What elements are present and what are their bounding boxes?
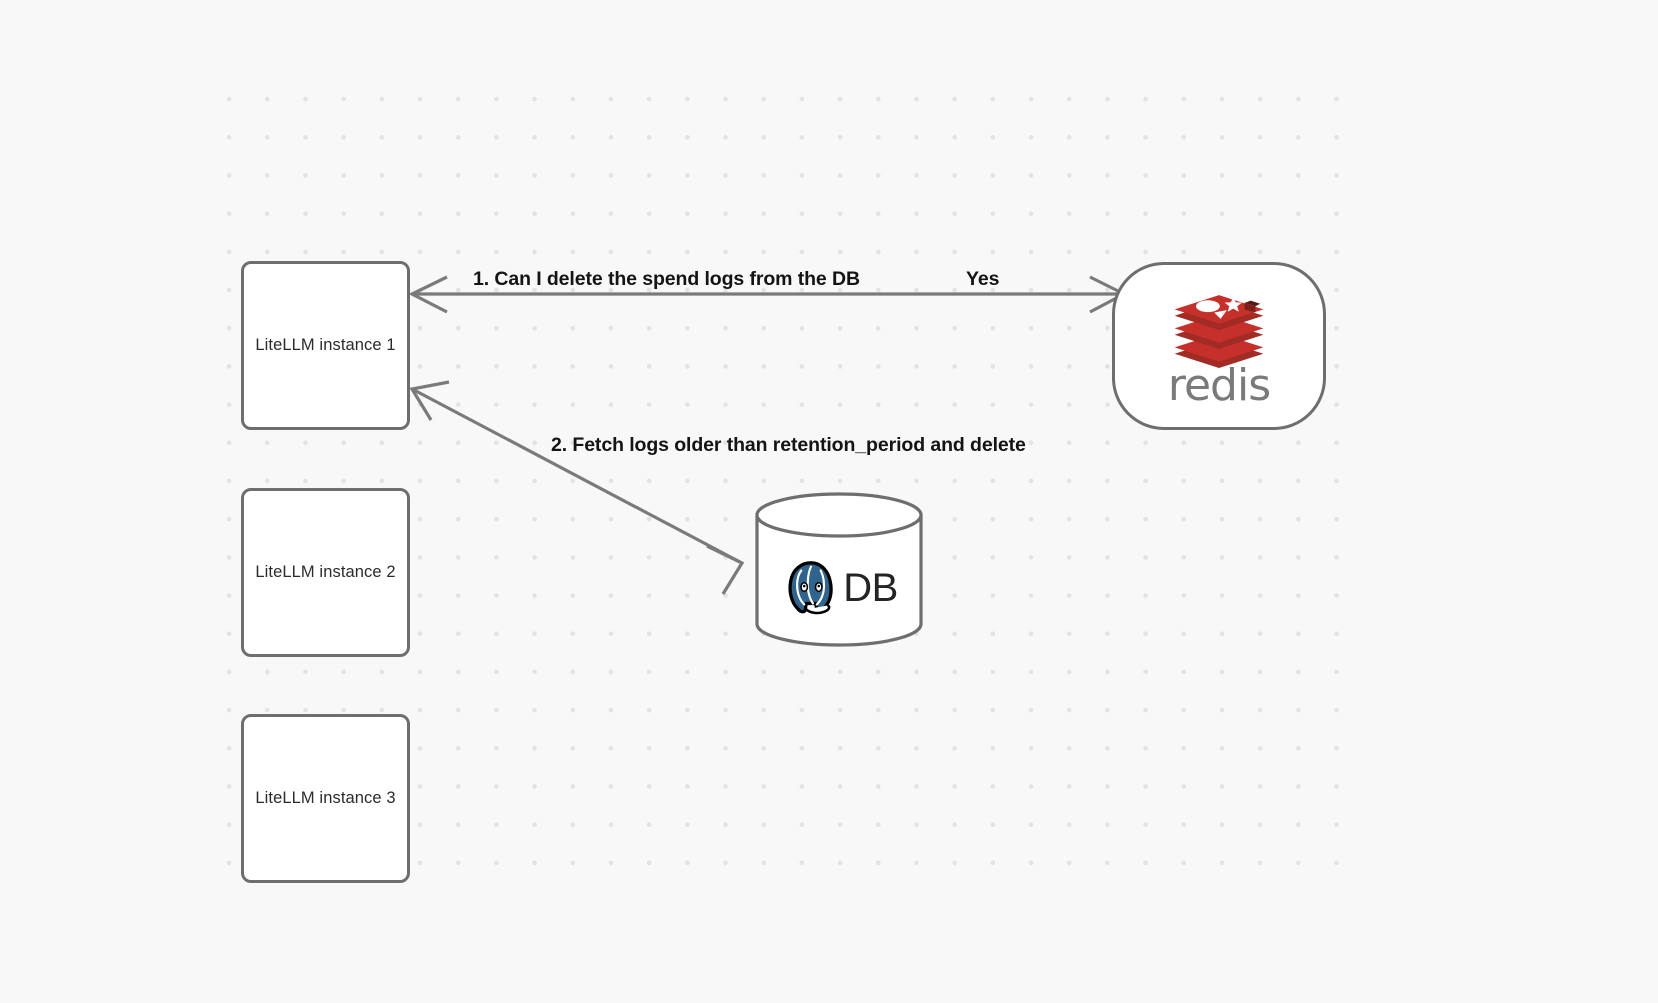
node-litellm-instance-3-label: LiteLLM instance 3 [255, 789, 396, 807]
database-label: DB [843, 565, 898, 610]
node-litellm-instance-2-label: LiteLLM instance 2 [255, 563, 396, 581]
node-litellm-instance-1-label: LiteLLM instance 1 [255, 336, 396, 354]
node-litellm-instance-1[interactable]: LiteLLM instance 1 [241, 261, 410, 430]
redis-wordmark: redis [1167, 360, 1271, 411]
edge-label-yes: Yes [966, 268, 1000, 290]
edge-litellm-to-db-arrowhead-end [706, 544, 745, 595]
edge-litellm-to-db-line [413, 388, 741, 564]
database-cylinder-shape [755, 492, 923, 647]
edge-redis-to-litellm-arrowhead-left [408, 275, 448, 314]
redis-stack-logo-icon [1174, 295, 1264, 368]
database-logo-row: DB [753, 548, 925, 628]
postgresql-elephant-icon [788, 561, 833, 615]
node-redis[interactable]: redis [1112, 262, 1326, 430]
node-litellm-instance-2[interactable]: LiteLLM instance 2 [241, 488, 410, 657]
edge-litellm-to-db-arrowhead-start [409, 380, 450, 421]
edge-label-step-2: 2. Fetch logs older than retention_perio… [551, 434, 1026, 456]
node-database[interactable]: DB [753, 492, 925, 647]
node-litellm-instance-3[interactable]: LiteLLM instance 3 [241, 714, 410, 883]
edge-label-step-1: 1. Can I delete the spend logs from the … [473, 268, 860, 290]
